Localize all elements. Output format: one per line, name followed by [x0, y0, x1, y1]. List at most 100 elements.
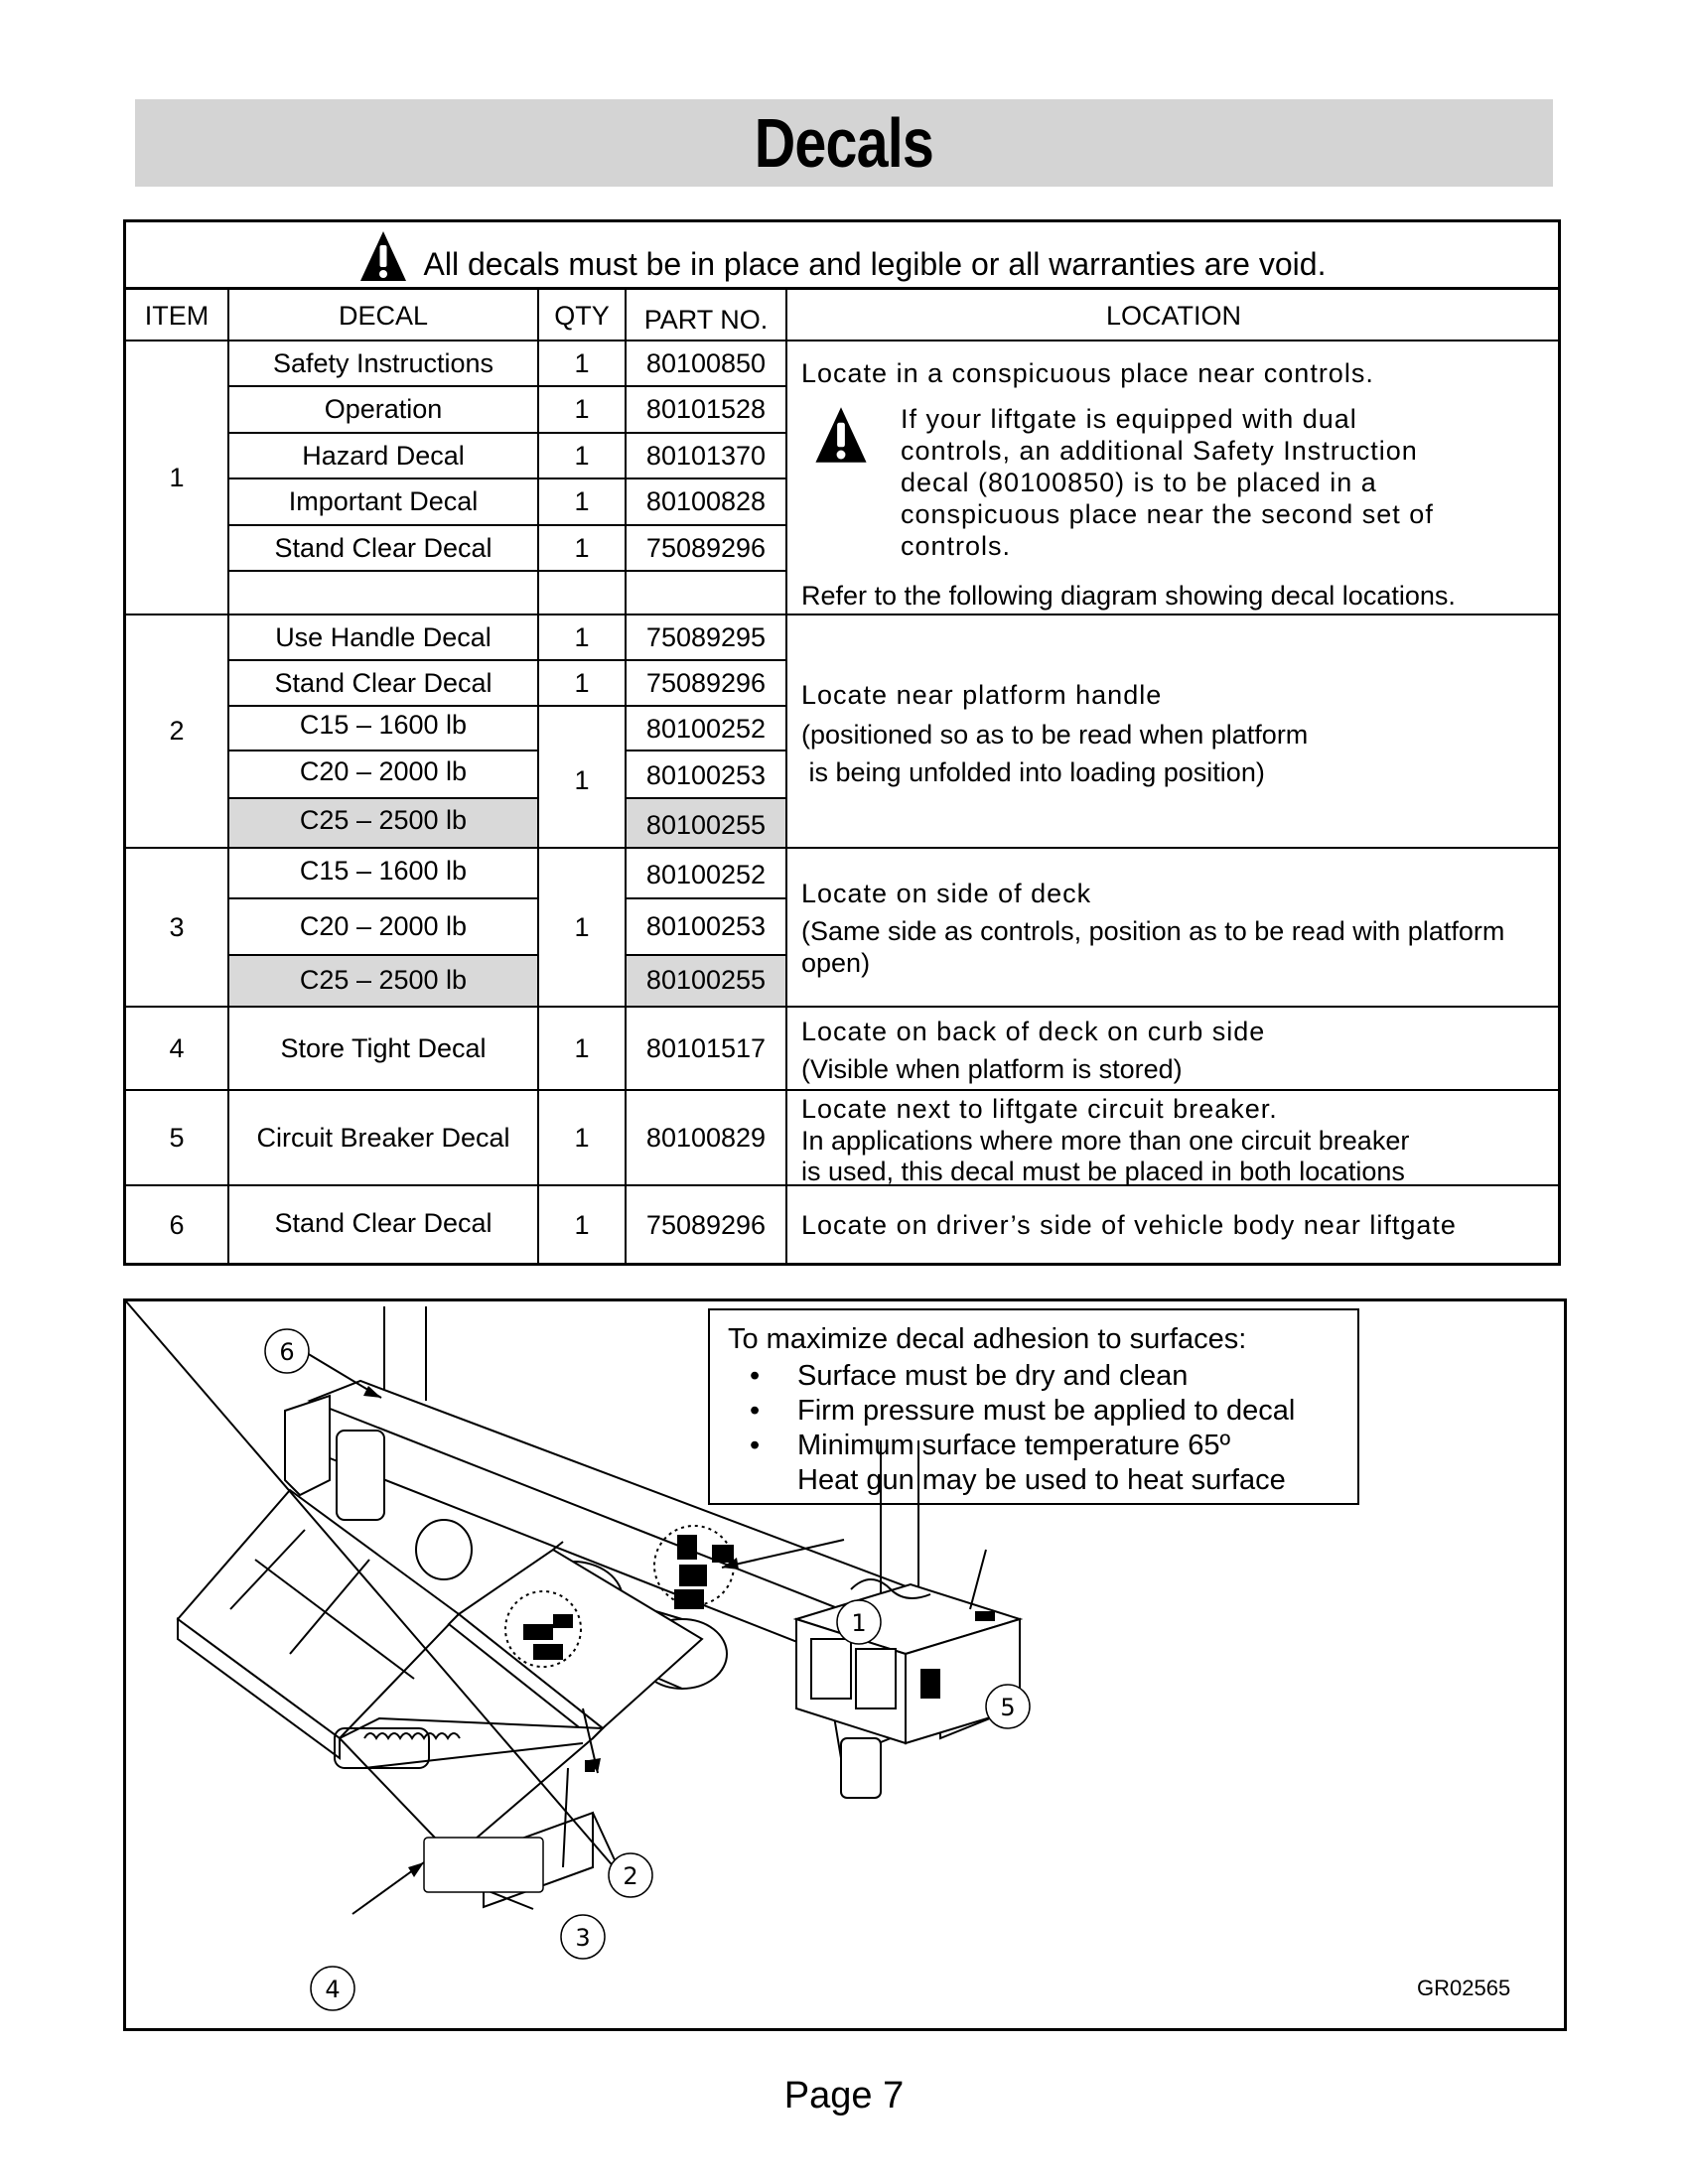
qty-value: 1	[574, 765, 590, 795]
item-number: 4	[169, 1032, 185, 1063]
decal-location-diagram: 6 1 5 2 3 4	[123, 1298, 1567, 2031]
decal-name: C25 – 2500 lb	[299, 804, 468, 835]
part-number: 75089295	[645, 621, 767, 652]
divider	[625, 797, 787, 799]
location-text: Locate near platform handle	[801, 680, 1163, 710]
header-part: PART NO.	[643, 304, 769, 335]
note-line: If your liftgate is equipped with dual	[901, 404, 1357, 434]
divider	[625, 750, 787, 751]
tips-list: •Surface must be dry and clean •Firm pre…	[728, 1359, 1339, 1463]
warning-icon	[815, 407, 867, 463]
divider	[126, 847, 1558, 849]
part-number: 80101528	[645, 394, 767, 424]
divider	[126, 340, 1558, 341]
note-line: decal (80100850) is to be placed in a	[901, 468, 1377, 497]
qty-value: 1	[574, 667, 590, 698]
part-number: 80100828	[645, 486, 767, 516]
qty-value: 1	[574, 1209, 590, 1240]
divider	[227, 897, 539, 899]
decal-name: Important Decal	[288, 486, 479, 516]
part-number: 80100252	[645, 859, 767, 889]
decal-name: Stand Clear Decal	[274, 667, 492, 698]
bullet: •	[750, 1430, 761, 1461]
divider	[227, 797, 539, 799]
tip-item: • Surface must be dry and clean	[750, 1359, 1339, 1394]
decal-name: C25 – 2500 lb	[299, 964, 468, 995]
figure-code: GR02565	[1417, 1976, 1511, 2000]
callout-2-circle	[608, 1852, 653, 1898]
decal-name: Safety Instructions	[272, 347, 494, 378]
divider	[227, 659, 787, 661]
shade-cell	[229, 797, 537, 847]
qty-value: 1	[574, 440, 590, 471]
part-number: 75089296	[645, 532, 767, 563]
divider	[625, 897, 787, 899]
callout-2-label: 2	[623, 1862, 637, 1890]
callout-4-circle	[310, 1966, 355, 2011]
warning-text: All decals must be in place and legible …	[423, 246, 1327, 282]
shade-cell	[229, 954, 537, 1006]
qty-value: 1	[574, 1032, 590, 1063]
page-number: Page 7	[783, 2075, 905, 2116]
decal-name: Operation	[324, 394, 443, 424]
callout-5-label: 5	[1000, 1694, 1015, 1721]
note-line: controls.	[901, 531, 1012, 561]
adhesion-tips: To maximize decal adhesion to surfaces: …	[708, 1308, 1359, 1505]
callout-4-label: 4	[325, 1976, 340, 2003]
callout-3-circle	[560, 1914, 606, 1960]
qty-value: 1	[574, 486, 590, 516]
part-number: 80100850	[645, 347, 767, 378]
tip-text: Surface must be dry and clean	[797, 1360, 1189, 1392]
decal-name: Store Tight Decal	[280, 1032, 487, 1063]
shade-cell	[627, 954, 785, 1006]
callout-5-circle	[985, 1684, 1031, 1729]
qty-value: 1	[574, 911, 590, 942]
decal-table: All decals must be in place and legible …	[123, 219, 1561, 1266]
part-number: 75089296	[645, 1209, 767, 1240]
part-number: 80100252	[645, 714, 767, 744]
location-text: (positioned so as to be read when platfo…	[801, 720, 1309, 750]
part-number: 80101370	[645, 440, 767, 471]
divider	[227, 954, 539, 956]
location-text: Locate on driver’s side of vehicle body …	[801, 1210, 1457, 1240]
divider	[227, 524, 787, 526]
callout-6-circle	[264, 1328, 310, 1374]
bullet: •	[750, 1360, 761, 1392]
location-text: (Same side as controls, position as to b…	[801, 916, 1505, 946]
location-text: (Visible when platform is stored)	[801, 1054, 1183, 1084]
divider	[227, 432, 787, 434]
header-item: ITEM	[144, 300, 210, 331]
divider	[227, 385, 787, 387]
location-text: Locate on side of deck	[801, 879, 1092, 908]
location-text: is used, this decal must be placed in bo…	[801, 1157, 1405, 1186]
qty-value: 1	[574, 532, 590, 563]
item-number: 6	[169, 1209, 185, 1240]
part-number: 80100253	[645, 759, 767, 790]
part-number: 75089296	[645, 667, 767, 698]
divider	[227, 705, 787, 707]
tips-heading: To maximize decal adhesion to surfaces:	[728, 1323, 1247, 1355]
tip-text: Firm pressure must be applied to decal	[797, 1395, 1296, 1427]
shade-cell	[627, 797, 785, 847]
divider	[126, 1006, 1558, 1008]
divider	[126, 1089, 1558, 1091]
decal-name: C20 – 2000 lb	[299, 911, 468, 941]
decal-name: C15 – 1600 lb	[299, 709, 468, 740]
divider	[227, 478, 787, 479]
part-number: 80101517	[645, 1032, 767, 1063]
tip-item: •Minimum surface temperature 65º	[750, 1429, 1339, 1463]
part-number: 80100829	[645, 1122, 767, 1153]
liftgate-illustration: 6 1 5 2 3 4	[126, 1301, 1031, 2011]
title-bar: Decals	[135, 99, 1553, 187]
item-number: 2	[169, 716, 185, 746]
warning-row: All decals must be in place and legible …	[126, 222, 1558, 290]
callout-3-label: 3	[575, 1924, 590, 1952]
item-number: 5	[169, 1122, 185, 1153]
tips-note: Heat gun may be used to heat surface	[797, 1464, 1286, 1496]
location-text: Locate next to liftgate circuit breaker.	[801, 1094, 1278, 1124]
tip-item: •Firm pressure must be applied to decal	[750, 1394, 1339, 1429]
part-number: 80100255	[645, 809, 767, 840]
qty-value: 1	[574, 347, 590, 378]
location-note: If your liftgate is equipped with dual c…	[901, 403, 1434, 562]
decal-name: Hazard Decal	[302, 440, 465, 471]
